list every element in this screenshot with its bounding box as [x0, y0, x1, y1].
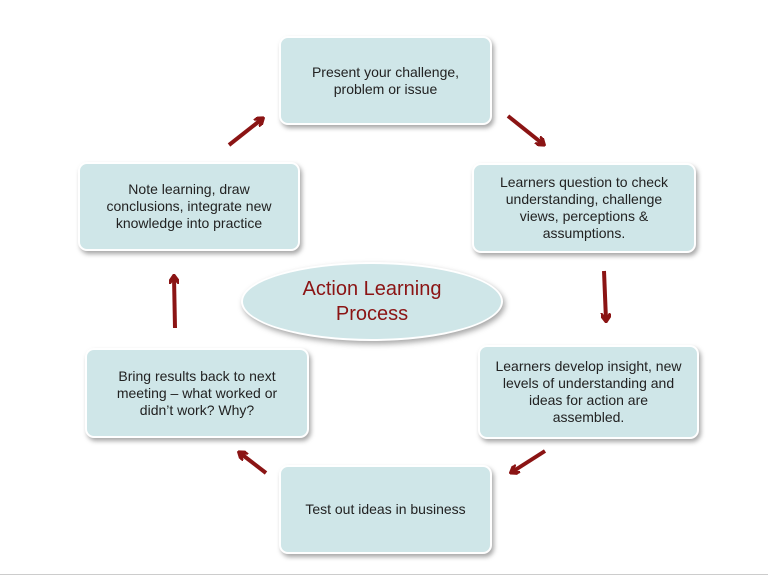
arrow-step3-to-step4	[512, 449, 547, 472]
arrow-step2-to-step3	[604, 270, 606, 320]
arrow-step1-to-step2	[506, 114, 543, 144]
step-test-ideas: Test out ideas in business	[279, 465, 492, 554]
bottom-divider	[0, 574, 768, 575]
arrow-step5-to-step6	[174, 277, 175, 329]
step-learners-question: Learners question to check understanding…	[472, 163, 696, 253]
step-note-learning: Note learning, draw conclusions, integra…	[78, 162, 300, 251]
arrow-step4-to-step5	[240, 453, 268, 475]
arrow-step6-to-step1	[227, 119, 262, 147]
step-present-challenge: Present your challenge, problem or issue	[279, 36, 492, 125]
step-bring-results-back: Bring results back to next meeting – wha…	[85, 348, 309, 438]
diagram-title: Action Learning Process	[241, 262, 503, 341]
step-learners-develop-insight: Learners develop insight, new levels of …	[478, 345, 699, 439]
